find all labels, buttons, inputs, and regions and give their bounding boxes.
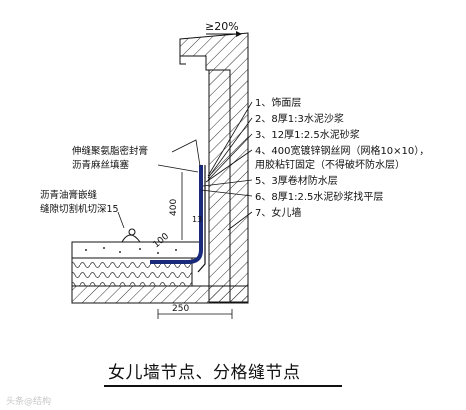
roof-slab (71, 285, 249, 304)
dim-13-text: 13 (192, 215, 202, 224)
coping-drip (179, 56, 186, 65)
slope-label: ≥20% (205, 20, 239, 33)
legend-item-6: 6、8厚1:2.5水泥砂浆找平层 (255, 190, 383, 203)
legend-item-5: 5、3厚卷材防水层 (255, 174, 338, 187)
callout-groove-1: 沥青油膏嵌缝 (40, 189, 98, 201)
dim-250-text: 250 (172, 304, 189, 314)
callout-sealant-leader (171, 139, 201, 167)
caption-underline (104, 385, 342, 387)
parapet-wall (208, 69, 231, 303)
legend-item-3: 3、12厚1:2.5水泥砂浆 (255, 128, 360, 141)
screed-aggregate (85, 247, 177, 254)
groove-sealant (121, 234, 141, 243)
legend-item-4: 4、400宽镀锌钢丝网（网格10×10）， (255, 144, 429, 157)
plaster-layer (197, 165, 206, 273)
callout-sealant-leader-2 (157, 164, 199, 173)
callout-groove-2: 缝隙切割机切深15 (40, 203, 119, 215)
screed-layer (71, 241, 201, 259)
groove-sealant-knob (128, 228, 136, 236)
legend-item-1: 1、饰面层 (255, 96, 301, 109)
legend-item-4b: 用胶粘钉固定（不得破坏防水层） (255, 158, 405, 171)
dim-400-text: 400 (169, 199, 179, 216)
legend-leaders (200, 101, 253, 231)
callout-groove-leader (117, 211, 125, 229)
legend-item-2: 2、8厚1:3水泥沙浆 (255, 112, 344, 125)
callout-sealant-1: 伸缝聚氨脂密封膏 (72, 145, 148, 157)
callout-sealant-2: 沥青麻丝填塞 (72, 159, 130, 171)
waterproof-membrane (150, 165, 203, 264)
figure-caption: 女儿墙节点、分格缝节点 (108, 363, 301, 383)
legend-item-7: 7、女儿墙 (255, 206, 301, 219)
watermark: 头条@结构 (6, 397, 52, 407)
